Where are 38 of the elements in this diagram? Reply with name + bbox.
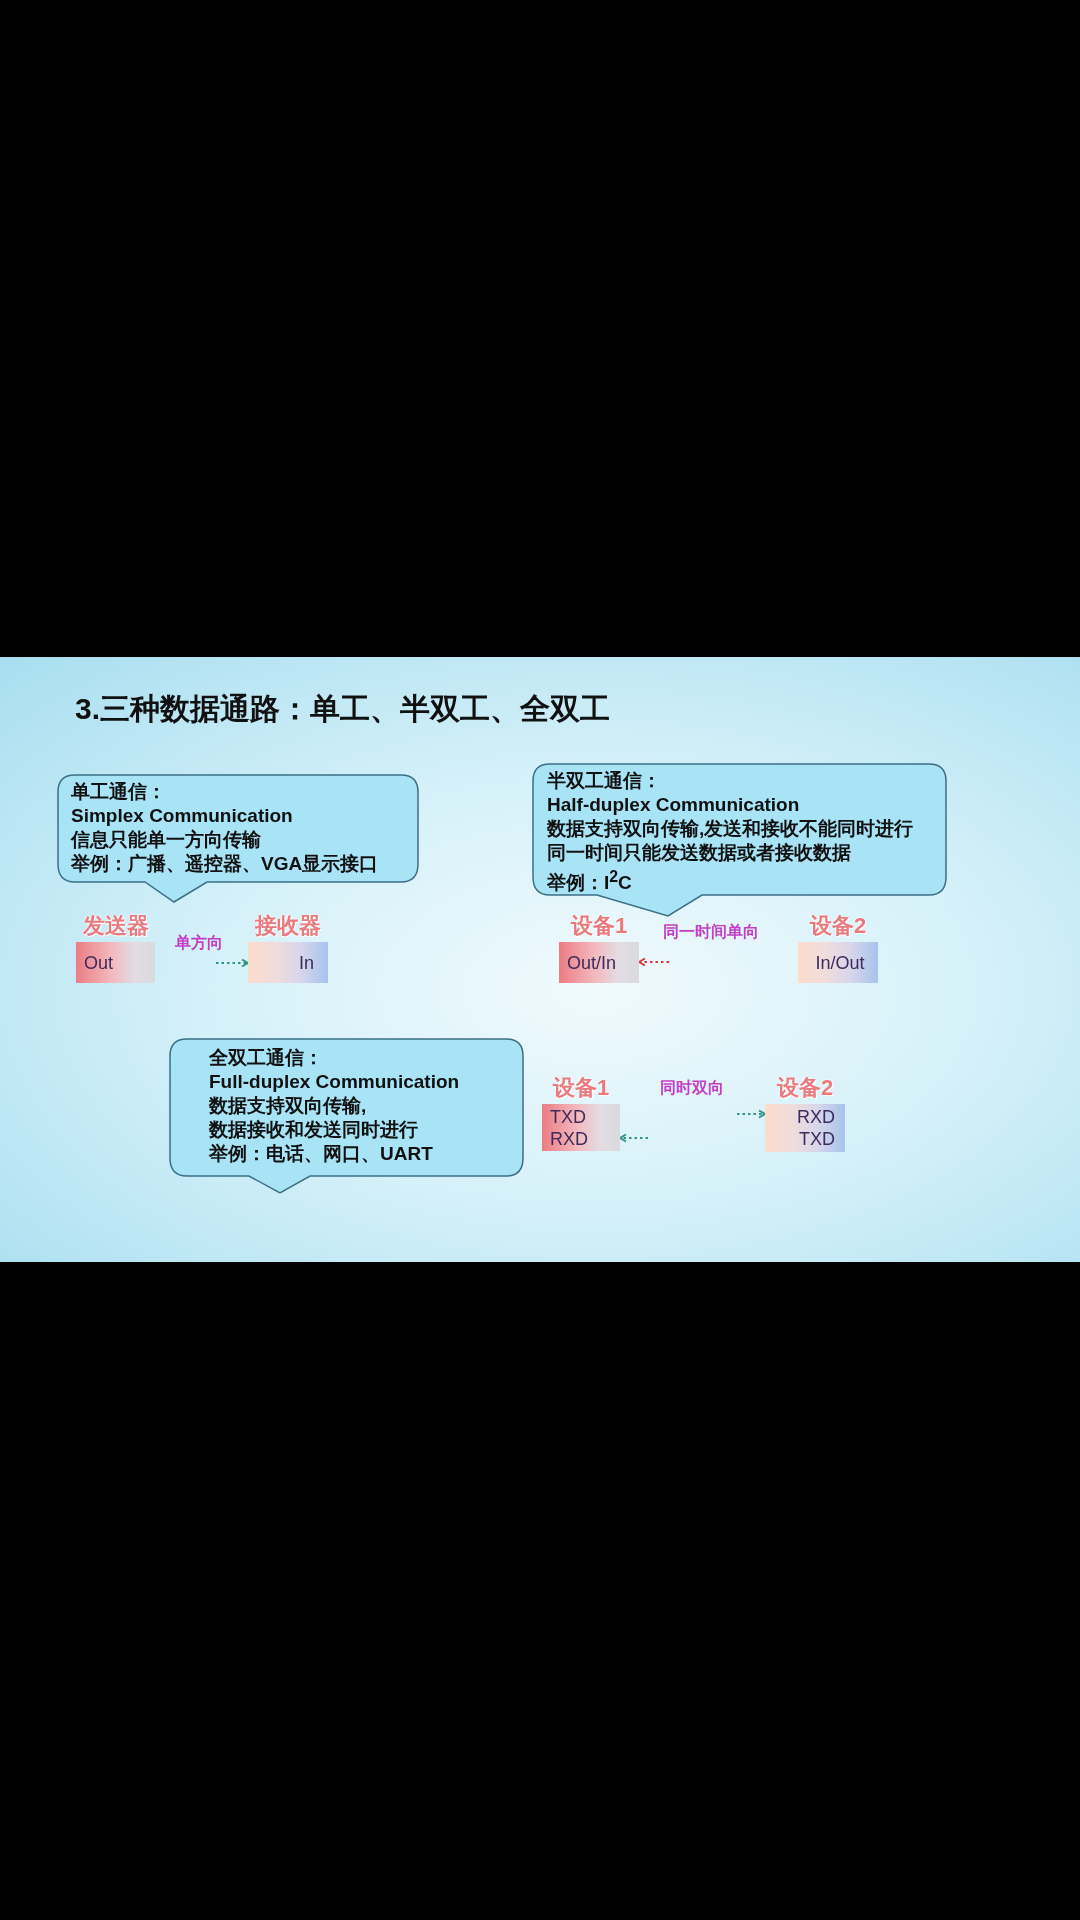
port-label: Out	[84, 951, 113, 974]
device-label: 设备1	[552, 1074, 610, 1101]
english-subtitle: Simplex Communication	[71, 804, 293, 828]
description-text: 举例：电话、网口、UART	[209, 1142, 433, 1166]
port-label: In/Out	[815, 951, 865, 974]
description-text: 信息只能单一方向传输	[71, 828, 261, 852]
english-subtitle: Half-duplex Communication	[547, 793, 800, 817]
device-label: 发送器	[82, 912, 149, 939]
description-text: 数据接收和发送同时进行	[209, 1118, 418, 1142]
bubble-heading: 单工通信：	[71, 780, 166, 804]
device-label: 接收器	[255, 912, 321, 939]
port-label: TXD	[550, 1105, 586, 1128]
description-text: 同一时间只能发送数据或者接收数据	[547, 841, 851, 865]
speech-bubble	[57, 774, 419, 904]
description-text: 数据支持双向传输,	[209, 1094, 367, 1118]
device-label: 设备2	[809, 912, 867, 939]
edge-label: 同一时间单向	[663, 922, 759, 942]
dotted-arrow	[638, 957, 669, 967]
description-text: 数据支持双向传输,发送和接收不能同时进行	[547, 817, 914, 841]
port-label: RXD	[550, 1127, 588, 1150]
dotted-arrow	[619, 1133, 648, 1143]
port-label: RXD	[797, 1106, 835, 1128]
device-label: 设备2	[776, 1074, 834, 1101]
bubble-heading: 半双工通信：	[547, 769, 661, 793]
dotted-arrow	[216, 958, 249, 968]
description-text: 举例：I$^{2}$C	[547, 867, 632, 896]
device-label: 设备1	[570, 912, 628, 939]
bubble-heading: 全双工通信：	[209, 1046, 323, 1070]
direction-label: 同时双向	[660, 1078, 724, 1098]
speech-bubble	[169, 1038, 524, 1195]
port-label: TXD	[799, 1128, 835, 1150]
english-subtitle: Full-duplex Communication	[209, 1070, 460, 1094]
description-text: 举例：广播、遥控器、VGA显示接口	[71, 852, 379, 876]
port-label: In	[299, 951, 314, 974]
dotted-arrow	[737, 1109, 766, 1119]
slide-title: 3.三种数据通路：单工、半双工、全双工	[75, 691, 611, 727]
edge-label: 单方向	[175, 933, 223, 953]
port-label: Out/In	[567, 951, 617, 974]
